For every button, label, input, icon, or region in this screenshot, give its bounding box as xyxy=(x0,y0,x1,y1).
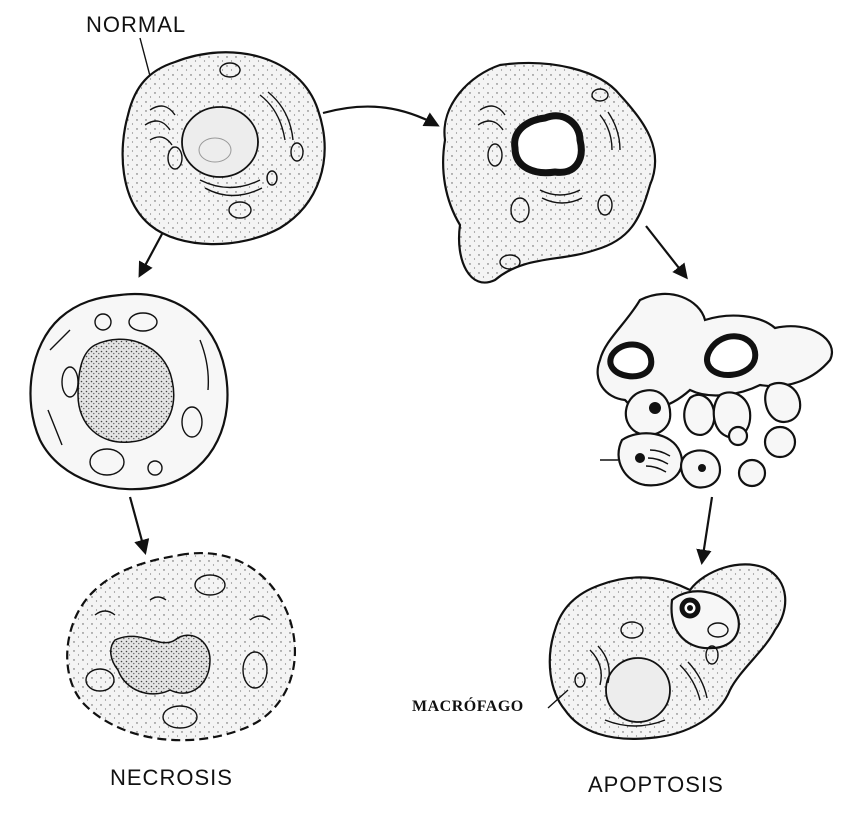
label-apoptosis: APOPTOSIS xyxy=(588,772,724,797)
nucleolus xyxy=(198,137,232,163)
macrophage-cell xyxy=(547,563,787,740)
necrosis-lysed-cell xyxy=(66,552,297,742)
arrow-apoptosis-stage2 xyxy=(696,496,714,566)
label-normal: NORMAL xyxy=(86,12,187,37)
arrow-normal-to-necrosis xyxy=(138,233,163,278)
condensed-nucleus xyxy=(511,112,585,177)
apoptosis-shrinking-cell xyxy=(442,61,657,284)
necrosis-swollen-cell xyxy=(29,292,229,491)
label-necrosis: NECROSIS xyxy=(110,765,233,790)
arrow-necrosis-stage xyxy=(128,496,150,555)
apoptotic-bodies xyxy=(596,292,833,489)
macrophage-nucleus xyxy=(605,657,671,723)
label-macrofago: MACRÓFAGO xyxy=(412,698,524,715)
normal-leader-line xyxy=(139,37,151,77)
arrow-apoptosis-stage1 xyxy=(645,225,688,280)
arrow-normal-to-apoptosis xyxy=(322,105,440,127)
normal-cell xyxy=(121,51,326,246)
nucleus xyxy=(181,106,259,178)
